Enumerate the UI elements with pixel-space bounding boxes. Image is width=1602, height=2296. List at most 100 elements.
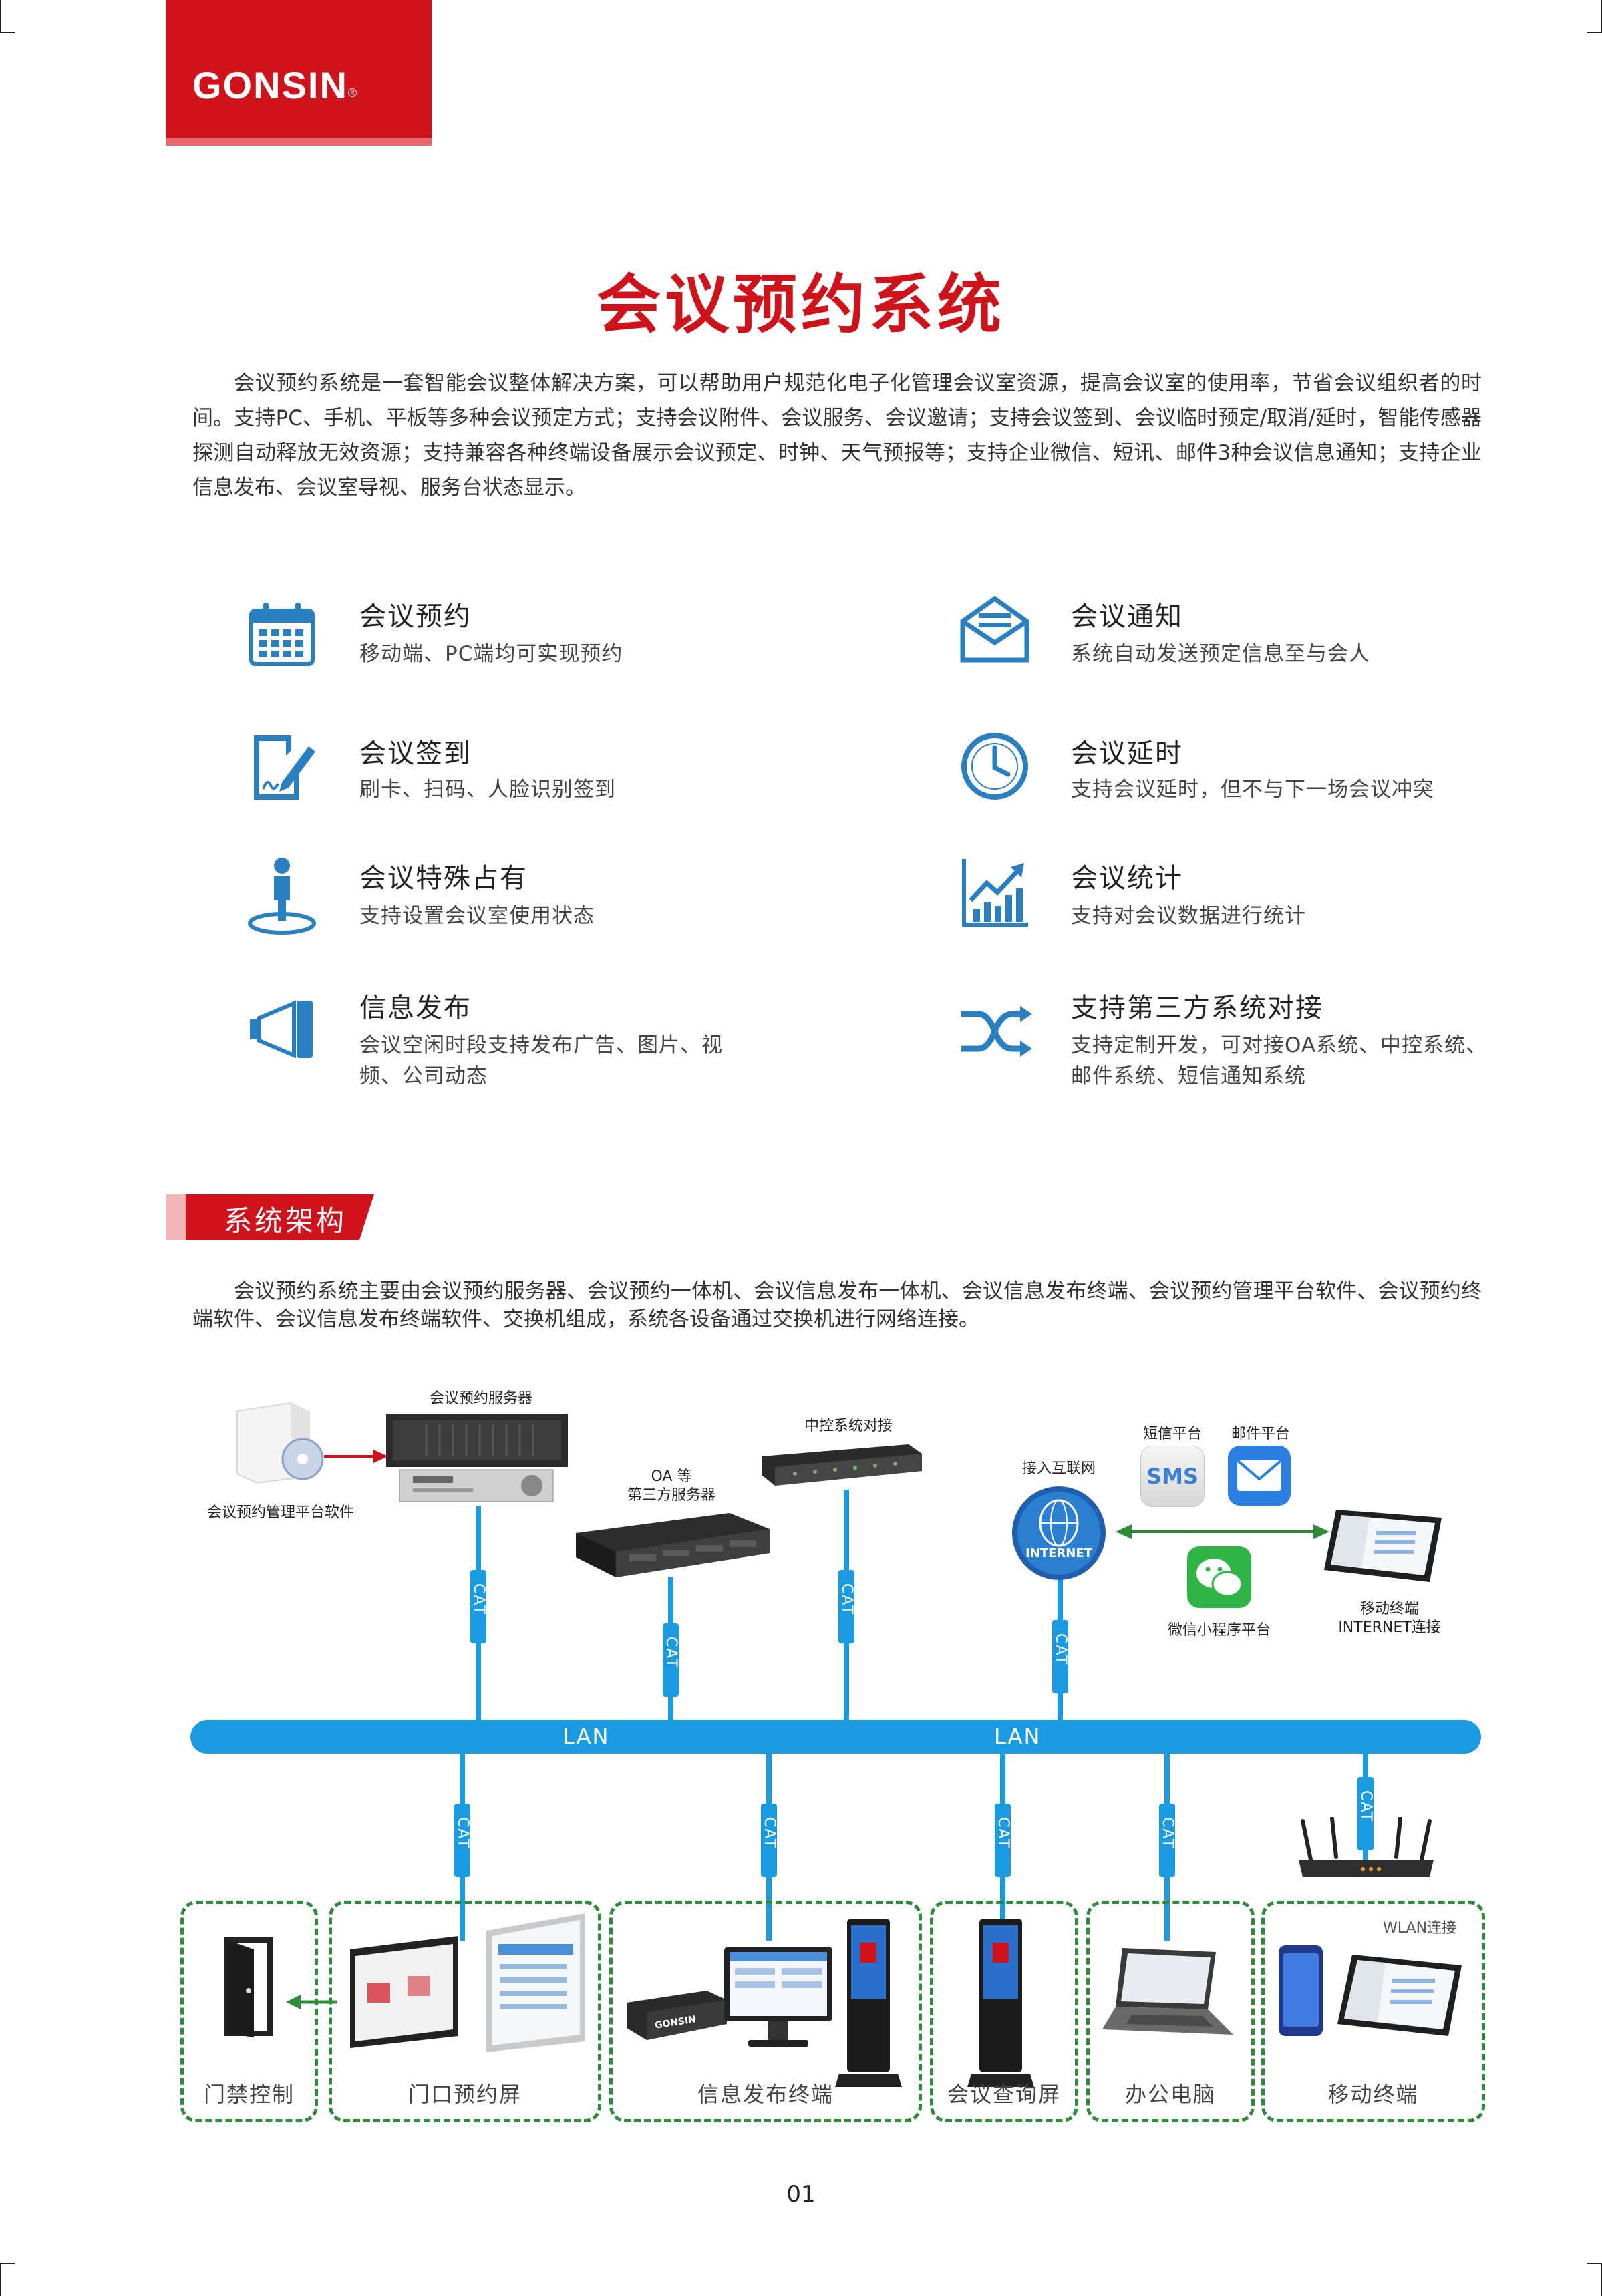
wechat-label: 微信小程序平台 [1167, 1622, 1271, 1639]
phone-icon [1279, 1945, 1323, 2036]
crop-mark [1601, 2263, 1602, 2296]
mobile-label: 移动终端 [1359, 1601, 1419, 1617]
oa-label: OA 等 [651, 1468, 692, 1485]
cat-label: CAT [761, 1817, 778, 1850]
sign-pen-icon [254, 735, 315, 800]
feature-title: 会议通知 [1071, 601, 1183, 632]
group-label: 门禁控制 [203, 2082, 295, 2107]
chart-up-icon [962, 859, 1028, 927]
cat-label: CAT [454, 1817, 471, 1850]
internet-badge: INTERNET [1025, 1546, 1092, 1561]
feature-title: 会议延时 [1071, 738, 1183, 769]
mail-app-icon [1228, 1446, 1291, 1506]
group-access-control [180, 1901, 318, 2122]
oa-server-icon [576, 1513, 770, 1577]
laptop-icon [1102, 1948, 1233, 2035]
page-number: 01 [786, 2181, 816, 2208]
server-rack-icon [386, 1414, 568, 1502]
architecture-diagram: CAT CAT CAT CAT 会议预约服务器 会议预约管理平台软件 OA 等 … [0, 1376, 1602, 2122]
group-query-screen [930, 1901, 1078, 2122]
central-control-icon [762, 1444, 922, 1486]
door-icon [224, 1937, 273, 2037]
feature-desc: 刷卡、扫码、人脸识别签到 [359, 778, 616, 802]
feature-item: 会议统计 支持对会议数据进行统计 [959, 856, 1493, 950]
mail-icon [960, 595, 1029, 663]
crop-mark [0, 32, 15, 33]
sms-icon: SMS [1140, 1446, 1205, 1507]
page-title: 会议预约系统 [597, 267, 1005, 342]
cat-label: CAT [995, 1817, 1011, 1850]
person-pin-icon [248, 858, 316, 935]
crop-mark [0, 2263, 1, 2296]
cat-label: CAT [470, 1583, 487, 1616]
cat-badge: CAT [663, 1623, 679, 1697]
lan-label: LAN [994, 1724, 1042, 1749]
group-office-pc [1086, 1901, 1255, 2122]
feature-title: 会议特殊占有 [359, 863, 528, 894]
shuffle-icon [961, 1006, 1032, 1057]
sms-badge: SMS [1146, 1464, 1198, 1489]
central-control-label: 中控系统对接 [804, 1418, 893, 1434]
cat-label: CAT [1052, 1633, 1069, 1666]
group-label: 信息发布终端 [697, 2082, 834, 2107]
feature-item: 信息发布 会议空闲时段支持发布广告、图片、视频、公司动态 [247, 986, 782, 1093]
group-label: 会议查询屏 [947, 2082, 1061, 2107]
feature-desc: 移动端、PC端均可实现预约 [359, 642, 623, 666]
section-banner [166, 1194, 374, 1240]
internet-access-label: 接入互联网 [1021, 1460, 1096, 1477]
feature-item: 会议预约 移动端、PC端均可实现预约 [247, 595, 782, 688]
calendar-icon [249, 603, 315, 666]
crop-mark [1587, 2263, 1602, 2264]
logo-text: GONSIN® [192, 63, 358, 107]
feature-desc: 支持对会议数据进行统计 [1071, 904, 1306, 928]
cat-badge: CAT [1357, 1777, 1374, 1850]
mgmt-software-label: 会议预约管理平台软件 [206, 1504, 354, 1521]
double-arrow-icon [1116, 1524, 1329, 1539]
group-door-booking [329, 1901, 601, 2122]
wlan-label: WLAN连接 [1383, 1920, 1457, 1937]
lan-label: LAN [563, 1724, 610, 1749]
section-title: 系统架构 [224, 1204, 347, 1237]
brand-logo: GONSIN® [166, 0, 432, 146]
cat-label: CAT [1357, 1790, 1374, 1823]
group-info-terminal [609, 1901, 922, 2122]
cat-label: CAT [663, 1637, 679, 1669]
feature-title: 会议签到 [359, 738, 472, 769]
cat-badge: CAT [838, 1570, 855, 1643]
tablet-icon [1324, 1510, 1442, 1582]
feature-desc: 支持设置会议室使用状态 [359, 904, 595, 928]
feature-desc: 会议空闲时段支持发布广告、图片、视频、公司动态 [359, 1033, 723, 1088]
reg-mark: ® [347, 86, 359, 100]
tablet-icon [1337, 1955, 1462, 2036]
cat-badge: CAT [1052, 1620, 1069, 1693]
crop-mark [1587, 32, 1602, 33]
software-box-icon [236, 1402, 324, 1484]
mail-platform-label: 邮件平台 [1231, 1426, 1290, 1442]
oa-label-2: 第三方服务器 [627, 1487, 715, 1504]
feature-desc: 支持定制开发，可对接OA系统、中控系统、邮件系统、短信通知系统 [1071, 1033, 1488, 1088]
cat-label: CAT [838, 1583, 855, 1616]
feature-title: 信息发布 [359, 993, 472, 1023]
logo-stripe [166, 138, 432, 146]
wifi-router-icon [1299, 1817, 1434, 1877]
arrow-left-icon [286, 1995, 337, 2009]
brand-name: GONSIN [192, 64, 348, 106]
feature-item: 会议延时 支持会议延时，但不与下一场会议冲突 [959, 730, 1493, 824]
sms-platform-label: 短信平台 [1142, 1426, 1202, 1442]
cat-badge: CAT [995, 1804, 1011, 1877]
crop-mark [1601, 0, 1602, 33]
booking-screen-icon [486, 1913, 585, 2052]
kiosk-icon [967, 1919, 1034, 2087]
arrow-right-icon [324, 1450, 388, 1463]
group-mobile [1261, 1901, 1485, 2122]
cat-badge: CAT [761, 1804, 778, 1877]
group-label: 移动终端 [1327, 2082, 1419, 2107]
wechat-icon [1187, 1546, 1251, 1608]
clock-icon [961, 733, 1028, 800]
kiosk-icon [835, 1919, 902, 2087]
feature-title: 会议预约 [359, 601, 472, 632]
booking-screen-icon [350, 1936, 458, 2048]
cat-label: CAT [1159, 1817, 1176, 1850]
feature-title: 支持第三方系统对接 [1071, 993, 1323, 1023]
group-label: 门口预约屏 [408, 2082, 522, 2107]
